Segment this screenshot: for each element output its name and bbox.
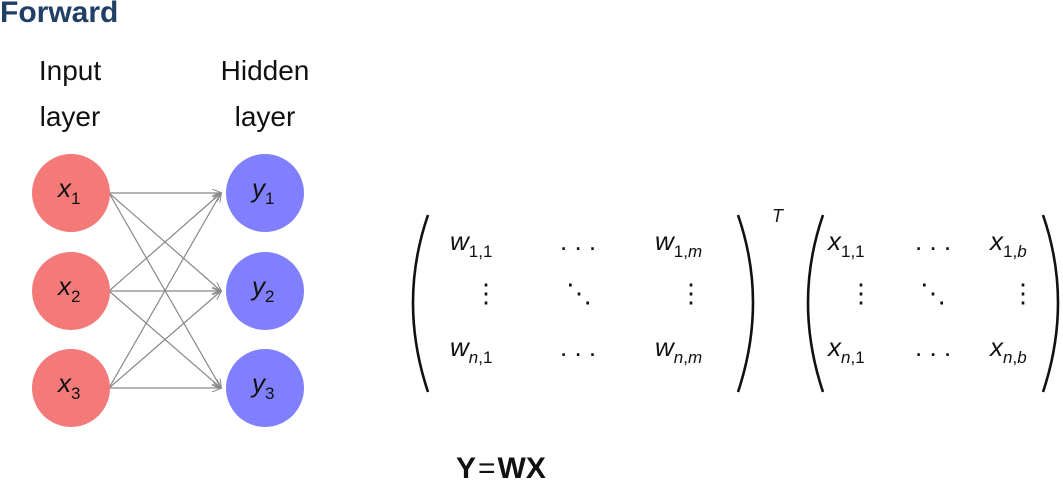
input-matrix-right-paren — [1041, 214, 1060, 393]
input-matrix-left-paren — [806, 214, 825, 393]
weight-matrix-right-paren — [736, 214, 755, 393]
equation-operator: = — [478, 452, 496, 485]
input-vdots-left: ⋮ — [848, 278, 874, 308]
hidden-node-1-label: y1 — [250, 173, 274, 208]
input-ddots: ⋱ — [920, 278, 946, 308]
hidden-node-2: y2 — [226, 252, 304, 330]
input-hdots-top: . . . — [915, 226, 951, 256]
input-hdots-bottom: . . . — [915, 332, 951, 362]
transpose-superscript: T — [772, 206, 785, 226]
hidden-layer-label: Hidden layer — [205, 48, 325, 140]
slide-title: Forward — [0, 0, 119, 29]
hidden-node-2-label: y2 — [250, 271, 274, 306]
hidden-node-1: y1 — [226, 154, 304, 232]
weight-matrix-left-paren — [411, 214, 430, 393]
hidden-node-3-label: y3 — [250, 368, 274, 403]
input-entry-1-1: x1,1 — [826, 226, 865, 261]
input-entry-n-b: xn,b — [988, 332, 1027, 367]
hidden-layer-label-line2: layer — [234, 101, 296, 132]
input-node-2-label: x2 — [56, 271, 80, 306]
input-entry-1-b: x1,b — [988, 226, 1027, 261]
input-layer-label: Input layer — [20, 48, 120, 140]
weight-entry-1-m: w1,m — [655, 226, 702, 261]
input-vdots-right: ⋮ — [1010, 278, 1036, 308]
equation: Y=WX — [456, 452, 546, 486]
equation-lhs: Y — [456, 452, 477, 485]
input-node-2: x2 — [32, 252, 110, 330]
nodes: x1 x2 x3 y1 y2 y3 — [32, 154, 304, 427]
edge-3-2 — [108, 291, 221, 389]
weight-hdots-top: . . . — [560, 226, 596, 256]
weight-hdots-bottom: . . . — [560, 332, 596, 362]
weight-ddots: ⋱ — [566, 278, 592, 308]
input-node-1-circle — [32, 154, 110, 232]
hidden-node-3-circle — [226, 349, 304, 427]
input-node-3: x3 — [32, 349, 110, 427]
hidden-node-3: y3 — [226, 349, 304, 427]
edge-2-1 — [108, 193, 221, 292]
hidden-layer-label-line1: Hidden — [220, 55, 310, 86]
hidden-node-2-circle — [226, 252, 304, 330]
weight-entry-1-1: w1,1 — [450, 226, 492, 261]
input-node-3-label: x3 — [56, 368, 80, 403]
weight-vdots-right: ⋮ — [678, 278, 704, 308]
hidden-node-1-circle — [226, 154, 304, 232]
input-node-1: x1 — [32, 154, 110, 232]
equation-rhs: WX — [497, 452, 546, 485]
input-layer-label-line2: layer — [39, 101, 101, 132]
input-layer-label-line1: Input — [38, 55, 102, 86]
edge-3-1 — [108, 193, 221, 389]
input-node-2-circle — [32, 252, 110, 330]
weight-vdots-left: ⋮ — [473, 278, 499, 308]
input-entry-n-1: xn,1 — [826, 332, 865, 367]
weight-entry-n-1: wn,1 — [450, 332, 492, 367]
edges — [108, 193, 221, 389]
input-node-3-circle — [32, 349, 110, 427]
weight-entry-n-m: wn,m — [655, 332, 702, 367]
input-node-1-label: x1 — [56, 173, 80, 208]
